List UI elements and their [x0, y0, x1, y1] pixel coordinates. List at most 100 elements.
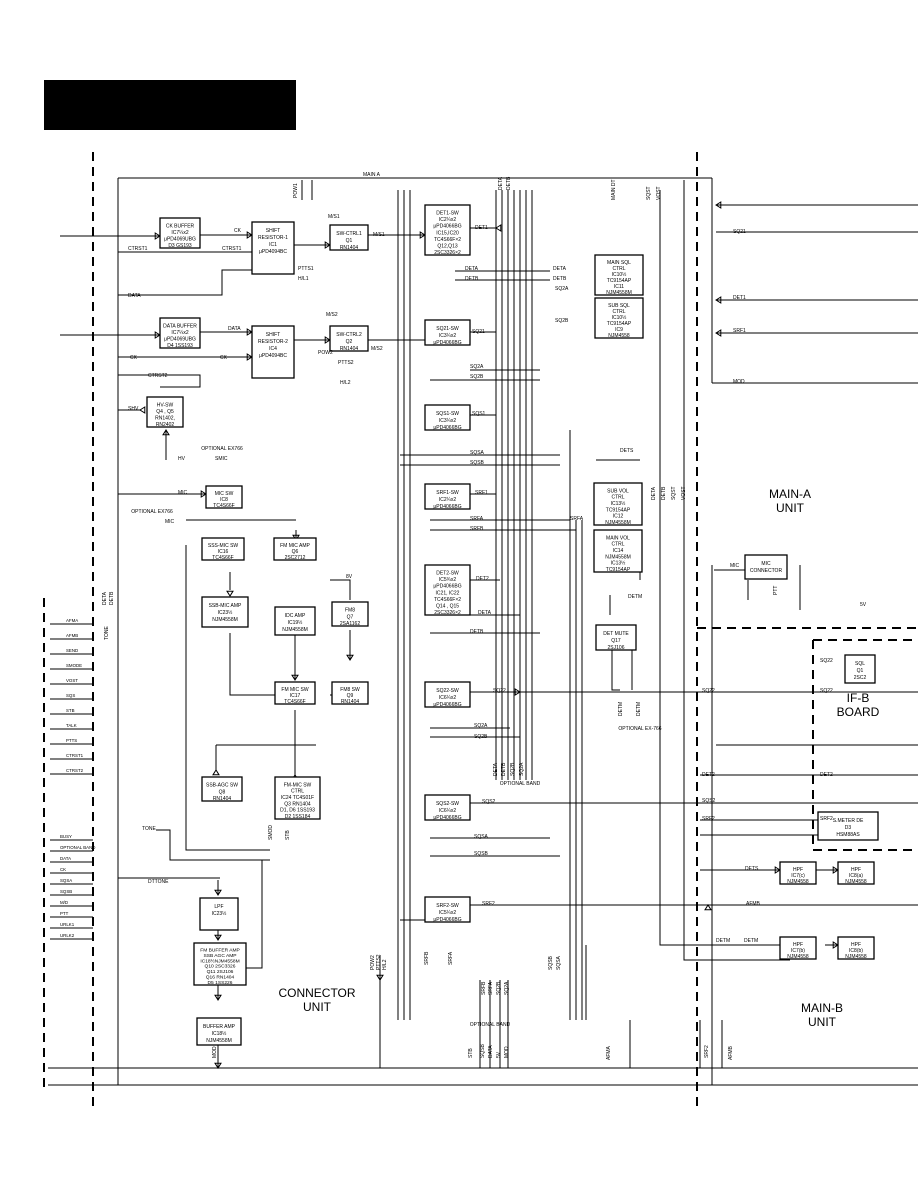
signal-label-srfa: SRFA [570, 516, 584, 522]
signal-label-dets: DETS [745, 866, 759, 872]
block-label: Q2 [346, 339, 353, 345]
arrow-icon [715, 201, 722, 209]
unit-label-main_a: MAIN-A [769, 487, 811, 501]
unit-label-ifb: IF-B [847, 691, 870, 705]
signal-label-deta: DETA [651, 486, 657, 500]
block-label: TC9154AP [607, 278, 632, 284]
block-label: CONNECTOR [750, 568, 783, 574]
unit-label-connector: UNIT [303, 1000, 332, 1014]
block-label: IC1 [269, 242, 277, 248]
block-label: NJM4558M [606, 290, 632, 296]
block-label: FM MIC SW [281, 687, 308, 693]
block-label: DATA BUFFER [163, 324, 197, 330]
signal-label-m_s2: M/S2 [326, 312, 338, 318]
signal-label-m_s2: M/S2 [371, 346, 383, 352]
block-label: FM8 SW [340, 687, 360, 693]
bus-label-main-a: MAIN A [363, 172, 381, 178]
block-label: FM BUFFER AMP [200, 947, 240, 953]
signal-label-srf2: SRF2 [820, 816, 833, 822]
block-label: NJM4558 [845, 954, 867, 960]
unit-label-main_a: UNIT [776, 501, 805, 515]
arrow-icon [139, 406, 146, 414]
unit-label-connector: CONNECTOR [278, 986, 355, 1000]
signal-label-det2: DET2 [820, 772, 833, 778]
signal-label-data: DATA [128, 293, 141, 299]
block-label: CTRL [612, 266, 625, 272]
block-label: 2SC3326×2 [434, 610, 461, 616]
block-label: IC6¼x2 [439, 808, 456, 814]
signal-label-vost: VOST [681, 486, 687, 500]
signal-label-srfa: SRFA [470, 516, 484, 522]
signal-label-sq21: SQ21 [472, 329, 485, 335]
block-label: DET2-SW [436, 571, 459, 577]
block-label: FM8 [345, 608, 355, 614]
block-label: DET MUTE [603, 631, 629, 637]
block-label: IC5¼x2 [439, 910, 456, 916]
signal-label-srf1: SRF1 [733, 328, 746, 334]
arrow-icon [214, 994, 222, 1001]
left-pin-label: SQS [66, 693, 75, 698]
block-label: TC4S66F×2 [434, 597, 461, 603]
arrow-icon [514, 688, 521, 696]
signal-label-tone: TONE [142, 826, 156, 832]
signal-label-sq2b: SQ2B [496, 981, 502, 995]
block-label: SHIFT [266, 332, 280, 338]
signal-label-sqsb: SQSB [470, 460, 485, 466]
block-label: NJM4558 [845, 879, 867, 885]
signal-label-pow1: POW1 [293, 183, 299, 198]
block-label: HV-SW [157, 403, 174, 409]
block-label: μPD4066BG [433, 702, 461, 708]
signal-label-detm: DETM [636, 702, 642, 716]
arrow-icon [715, 296, 722, 304]
signal-label-pow2: POW2 [370, 955, 376, 970]
signal-label-mic: MIC [730, 563, 740, 569]
signal-label-sq2a: SQ2A [504, 981, 510, 995]
arrow-icon [212, 769, 220, 776]
signal-label-sq22: SQ22 [702, 688, 715, 694]
block-label: RESISTOR-1 [258, 235, 288, 241]
arrow-icon [246, 231, 253, 239]
block-label: SQ22-SW [436, 688, 459, 694]
block-label: HPF [851, 867, 861, 873]
block-label: Q9 [347, 693, 354, 699]
block-label: IC24 TC4S01F [281, 795, 314, 801]
block-label: IC2¼x2 [439, 217, 456, 223]
block-label: μPD4094BC [259, 353, 287, 359]
signal-label-sq2a: SQ2A [519, 762, 525, 776]
block-label: IC7(c) [791, 873, 805, 879]
block-label: RN1404 [341, 699, 360, 705]
block-label: Q1 [857, 668, 864, 674]
arrow-icon [346, 654, 354, 661]
block-label: SUB VOL [607, 488, 629, 494]
block-label: TC4S66F×2 [434, 237, 461, 243]
signal-label-ck: CK [234, 228, 242, 234]
block-label: IC23½ [218, 609, 234, 616]
block-label: IC13½ [611, 560, 627, 567]
arrow-icon [214, 1062, 222, 1069]
block-label: NJM4558 [787, 879, 809, 885]
block-label: NJM4558 [608, 333, 630, 339]
block-label: RN2402 [156, 422, 175, 428]
signal-label-sv5: 5V [860, 602, 867, 608]
signal-label-sq2b: SQ2B [510, 762, 516, 776]
arrow-icon [832, 866, 839, 874]
block-label: IC18½NJM4558M [200, 957, 239, 964]
block-label: μPD4066BG [433, 504, 461, 510]
left-pin-label: SQSA [60, 878, 72, 883]
